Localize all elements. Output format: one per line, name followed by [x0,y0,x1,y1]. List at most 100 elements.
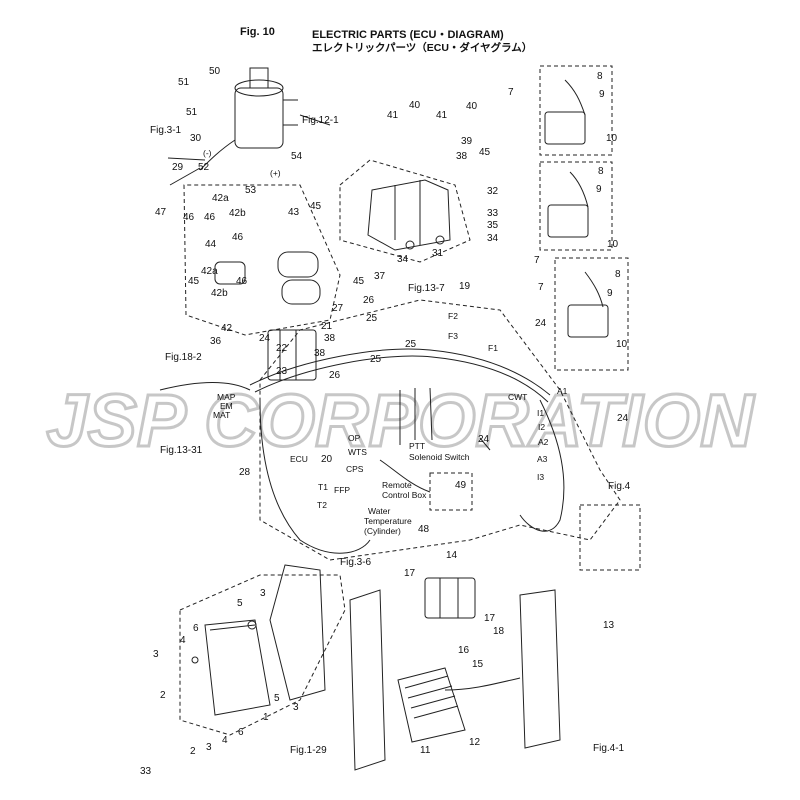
part-9-c: 9 [607,288,613,299]
label-plus: (+) [270,168,281,178]
label-i3: I3 [537,472,545,482]
part-33: 33 [487,208,499,219]
label-f2: F2 [448,311,458,321]
part-10-c: 10 [616,339,628,350]
ref-fig-13-7: Fig.13-7 [408,283,445,294]
label-a3: A3 [537,454,548,464]
part-45-top: 45 [479,147,491,158]
part-11: 11 [420,745,431,756]
part-45-mid: 45 [310,201,322,212]
reference-arrows [167,114,491,451]
part-45-right: 45 [353,276,365,287]
part-42b-top: 42b [229,208,246,219]
label-op: OP [348,433,361,443]
label-i2: I2 [538,422,546,432]
part-8-a: 8 [597,71,603,82]
part-3-top: 3 [260,588,266,599]
rectifier-regulator [397,667,521,743]
part-3-left: 3 [153,649,159,660]
remote-box [429,472,473,511]
part-2-top: 2 [160,690,166,701]
part-9-a: 9 [599,89,605,100]
part-3-bot: 3 [293,702,299,713]
label-f3: F3 [448,331,458,341]
part-38-mid: 38 [324,333,336,344]
part-42a-bot: 42a [201,266,218,277]
ref-fig-13-31: Fig.13-31 [160,445,203,456]
part-17-b: 17 [484,613,496,624]
part-46-a: 46 [183,212,195,223]
part-31: 31 [432,248,444,259]
part-41-a: 41 [387,110,399,121]
label-water-3: (Cylinder) [364,526,401,536]
part-25-top: 25 [366,313,378,324]
label-minus: (-) [203,148,212,158]
part-27: 27 [332,303,344,314]
part-25-b: 25 [370,354,382,365]
part-23: 23 [276,366,288,377]
part-30: 30 [190,133,202,144]
label-solenoid-switch: Solenoid Switch [409,452,470,462]
part-8-c: 8 [615,269,621,280]
part-26: 26 [329,370,341,381]
fuse-box [424,577,476,619]
part-7-c: 7 [538,282,544,293]
part-15: 15 [472,659,484,670]
part-24-r: 24 [535,318,547,329]
label-remote-2: Control Box [382,490,427,500]
part-29: 29 [172,162,184,173]
part-40-a: 40 [409,100,421,111]
part-4-bot: 4 [222,735,228,746]
ignition-coils [544,79,609,338]
ref-fig-1-29: Fig.1-29 [290,745,327,756]
part-19: 19 [459,281,471,292]
label-ecu: ECU [290,454,308,464]
part-51: 51 [186,107,198,118]
part-42a-top: 42a [212,193,229,204]
label-water-2: Temperature [364,516,412,526]
coil-box-1 [539,65,613,156]
relay-box [183,184,341,336]
label-t1: T1 [318,482,328,492]
part-43: 43 [288,207,300,218]
part-7-a: 7 [508,87,514,98]
part-12: 12 [469,737,481,748]
dashed-groups [179,65,641,736]
part-10-b: 10 [607,239,619,250]
label-map: MAP [217,392,236,402]
ref-fig-18-2: Fig.18-2 [165,352,202,363]
coil-box-2 [539,161,613,251]
label-i1: I1 [537,408,545,418]
part-34-r: 34 [487,233,499,244]
label-ffp: FFP [334,485,351,495]
engine-block [269,564,561,771]
label-ptt: PTT [409,441,426,451]
part-42b-bot: 42b [211,288,228,299]
part-14: 14 [446,550,458,561]
bottom-box [179,574,346,736]
part-18: 18 [493,626,505,637]
fig4-box [579,504,641,571]
part-20: 20 [321,454,333,465]
part-45-left: 45 [188,276,200,287]
label-cwt: CWT [508,392,528,402]
part-54: 54 [291,151,303,162]
part-17-a: 17 [404,568,416,579]
part-13: 13 [603,620,615,631]
part-4-top: 4 [180,635,186,646]
label-remote-1: Remote [382,480,412,490]
ref-fig-12-1: Fig.12-1 [302,115,339,126]
part-53: 53 [245,185,257,196]
part-10-a: 10 [606,133,618,144]
label-a1: A1 [557,386,568,396]
part-46-d: 46 [236,276,248,287]
part-42: 42 [221,323,233,334]
part-9-b: 9 [596,184,602,195]
part-46-b: 46 [204,212,216,223]
part-46-c: 46 [232,232,244,243]
page-number: 33 [140,766,152,777]
part-25: 25 [405,339,417,350]
part-32: 32 [487,186,499,197]
wire-harness [159,348,565,554]
